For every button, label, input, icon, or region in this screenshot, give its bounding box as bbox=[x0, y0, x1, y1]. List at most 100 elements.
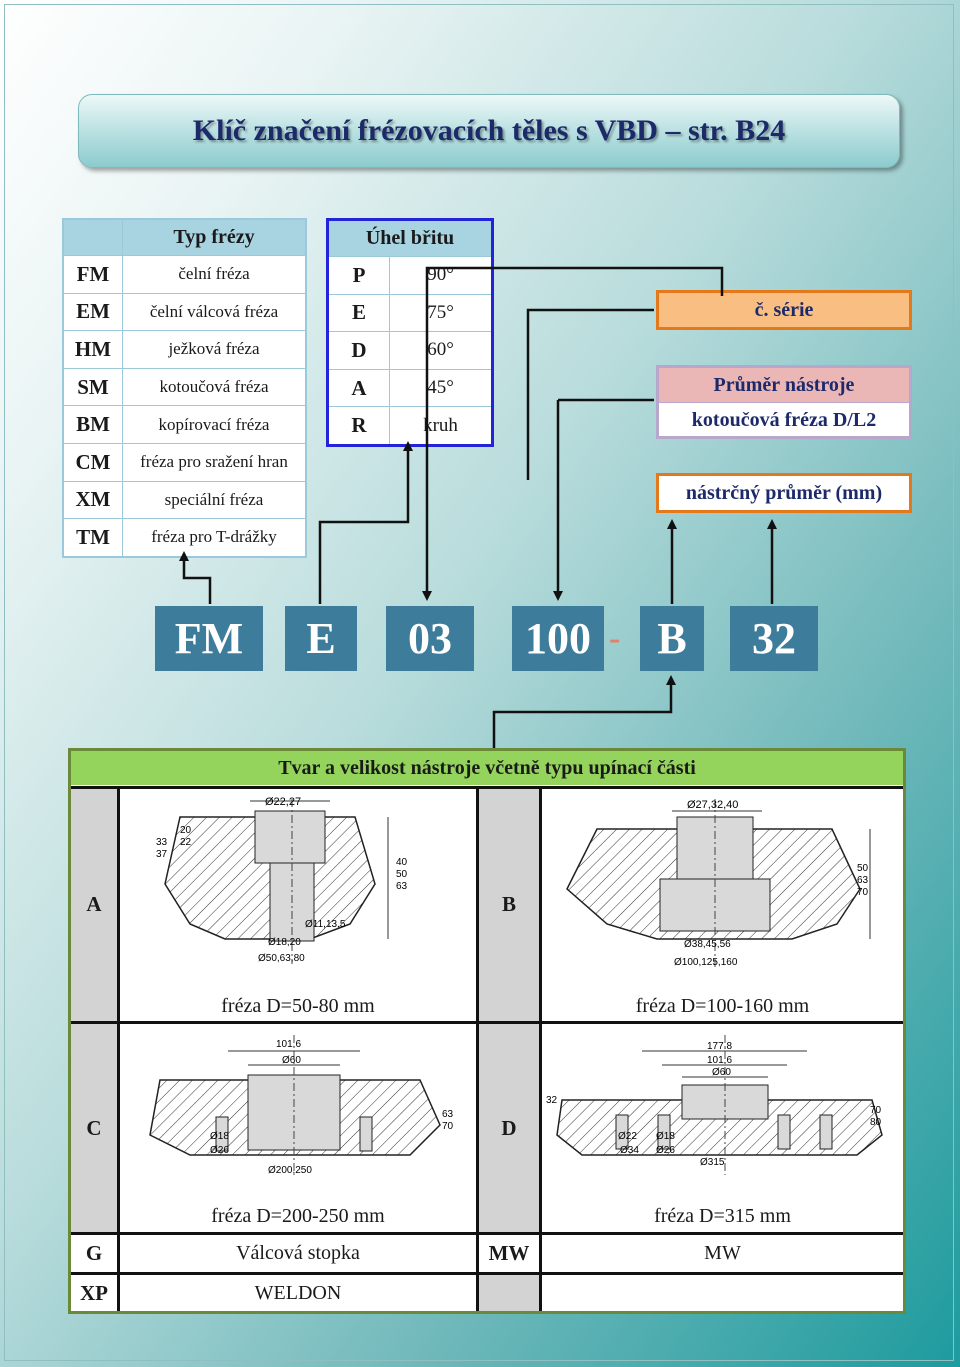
grid-line bbox=[476, 786, 479, 1311]
code-03-box: 03 bbox=[386, 606, 474, 671]
dim-a-d4: Ø50,63,80 bbox=[258, 953, 305, 964]
dim-b-r3: 70 bbox=[857, 887, 869, 898]
typ-desc: fréza pro T-drážky bbox=[122, 518, 307, 558]
code-fm-box: FM bbox=[155, 606, 263, 671]
connector-fm bbox=[179, 551, 212, 604]
dim-c-d1: 101.6 bbox=[276, 1039, 301, 1050]
typ-code: CM bbox=[62, 442, 123, 482]
label-d: D bbox=[501, 1115, 517, 1140]
dim-a-d3: Ø18,20 bbox=[268, 937, 301, 948]
dim-c-d2: Ø60 bbox=[282, 1055, 301, 1066]
dim-a-h4: 22 bbox=[180, 837, 192, 848]
label-xp-cell: XP bbox=[71, 1275, 117, 1311]
code-e-box: E bbox=[285, 606, 357, 671]
caption-c: fréza D=200-250 mm bbox=[120, 1200, 476, 1232]
dim-a-d2: Ø11,13.5 bbox=[305, 919, 346, 930]
nastrcny-label: nástrčný průměr (mm) bbox=[685, 481, 883, 504]
typ-code: BM bbox=[62, 405, 123, 444]
dim-c-r1: 63 bbox=[442, 1109, 454, 1120]
connector-e bbox=[318, 441, 413, 604]
label-b: B bbox=[501, 892, 516, 916]
dim-c-d4: Ø26 bbox=[210, 1145, 229, 1156]
label-c: C bbox=[86, 1115, 102, 1140]
typ-desc: kotoučová fréza bbox=[122, 367, 307, 407]
uhel-code: A bbox=[327, 368, 390, 408]
dim-d-d7: Ø26 bbox=[656, 1145, 675, 1156]
label-c-cell: C bbox=[71, 1024, 117, 1232]
typ-desc: čelní fréza bbox=[122, 255, 307, 294]
page-frame bbox=[4, 4, 954, 1361]
uhel-value: 60° bbox=[389, 331, 493, 370]
label-b-cell: B bbox=[479, 788, 539, 1021]
typ-desc: ježková fréza bbox=[122, 330, 307, 369]
text-valcova-stopka: Válcová stopka bbox=[120, 1236, 476, 1270]
label-mw: MW bbox=[488, 1241, 530, 1265]
dim-d-r1: 70 bbox=[870, 1105, 882, 1116]
label-a: A bbox=[86, 892, 102, 916]
serie-label: č. série bbox=[754, 298, 814, 321]
dim-d-d2: 101.6 bbox=[707, 1055, 732, 1066]
caption-d: fréza D=315 mm bbox=[542, 1200, 903, 1232]
dim-d-l1: 32 bbox=[546, 1095, 558, 1106]
shape-table-header: Tvar a velikost nástroje včetně typu upí… bbox=[71, 751, 903, 785]
grid-line bbox=[71, 1272, 903, 1275]
code-32-box: 32 bbox=[730, 606, 818, 671]
uhel-britu-header: Úhel břitu bbox=[327, 219, 493, 257]
label-a-cell: A bbox=[71, 788, 117, 1021]
prumer-header: Průměr nástroje bbox=[659, 368, 909, 403]
dim-d-d1: 177.8 bbox=[707, 1041, 732, 1052]
text-weldon: WELDON bbox=[120, 1276, 476, 1310]
drawing-b: Ø27,32,40 50 63 70 Ø38,45,56 Ø100,125,16… bbox=[566, 799, 871, 969]
nastrcny-box: nástrčný průměr (mm) bbox=[656, 473, 912, 513]
code-e: E bbox=[306, 614, 336, 663]
dim-c-r2: 70 bbox=[442, 1121, 454, 1132]
code-b-box: B bbox=[640, 606, 704, 671]
code-03: 03 bbox=[408, 614, 452, 663]
dim-a-h1: 33 bbox=[156, 837, 168, 848]
label-d-cell: D bbox=[479, 1024, 539, 1232]
dim-a-h2: 37 bbox=[156, 849, 168, 860]
grid-line bbox=[71, 1232, 903, 1235]
typ-code: SM bbox=[62, 367, 123, 407]
label-g-cell: G bbox=[71, 1235, 117, 1272]
dim-a-r1: 40 bbox=[396, 857, 408, 868]
connector-100 bbox=[526, 308, 654, 480]
dim-d-r2: 80 bbox=[870, 1117, 882, 1128]
dim-d-d3: Ø60 bbox=[712, 1067, 731, 1078]
dim-d-d6: Ø34 bbox=[620, 1145, 639, 1156]
dim-c-d5: Ø200,250 bbox=[268, 1165, 312, 1176]
typ-code: TM bbox=[62, 518, 123, 558]
uhel-value: 75° bbox=[389, 293, 493, 333]
code-100-box: 100 bbox=[512, 606, 604, 671]
dim-b-r1: 50 bbox=[857, 863, 869, 874]
prumer-body: kotoučová fréza D/L2 bbox=[691, 408, 877, 431]
body-d bbox=[556, 1099, 883, 1156]
dim-b-r2: 63 bbox=[857, 875, 869, 886]
label-g: G bbox=[85, 1241, 103, 1265]
code-dash: - bbox=[609, 620, 621, 657]
label-xp: XP bbox=[80, 1280, 108, 1305]
uhel-code: E bbox=[327, 293, 390, 333]
grid-line bbox=[117, 786, 120, 1311]
caption-a: fréza D=50-80 mm bbox=[120, 990, 476, 1022]
dim-b-d2: Ø38,45,56 bbox=[684, 939, 731, 950]
uhel-code: R bbox=[327, 406, 390, 446]
code-32: 32 bbox=[752, 614, 796, 663]
typ-code: XM bbox=[62, 480, 123, 520]
dim-d-d5: Ø18 bbox=[656, 1131, 675, 1142]
uhel-value: kruh bbox=[389, 406, 493, 446]
serie-box: č. série bbox=[656, 290, 912, 330]
connector-03 bbox=[422, 266, 724, 601]
drawing-d: 177.8 101.6 Ø60 32 70 80 Ø22 Ø18 Ø34 Ø26… bbox=[546, 1035, 883, 1175]
dim-a-d1: Ø22,27 bbox=[265, 796, 301, 808]
